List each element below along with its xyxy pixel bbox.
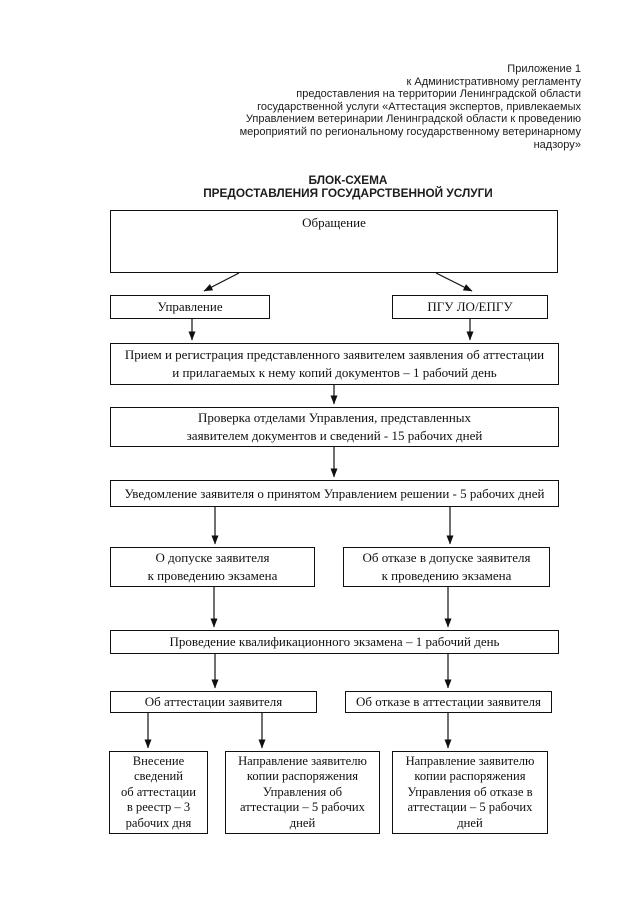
flow-node-kvalifikacionnyj-ekzamen: Проведение квалификационного экзамена – … [110,630,559,654]
flow-node-uvedomlenie-zayavitelya: Уведомление заявителя о принятом Управле… [110,480,559,507]
arrow-obrashchenie-upravlenie [203,272,240,292]
flow-node-obrashchenie: Обращение [110,210,558,273]
flow-node-proverka-dokumentov: Проверка отделами Управления, представле… [110,407,559,447]
flow-node-ob-attestacii: Об аттестации заявителя [110,691,317,713]
flow-node-pgu-lo-epgu: ПГУ ЛО/ЕПГУ [392,295,548,319]
flow-node-vnesenie-v-reestr: Внесение сведений об аттестации в реестр… [109,751,208,834]
flow-node-otkaz-v-dopuske: Об отказе в допуске заявителя к проведен… [343,547,550,587]
flow-node-otkaz-v-attestacii: Об отказе в аттестации заявителя [345,691,552,713]
page-title: БЛОК-СХЕМА ПРЕДОСТАВЛЕНИЯ ГОСУДАРСТВЕННО… [203,173,493,200]
document-annotation: Приложение 1 к Административному регламе… [239,63,581,151]
flow-node-dopusk-k-ekzamenu: О допуске заявителя к проведению экзамен… [110,547,315,587]
arrow-obrashchenie-pgu [435,272,473,292]
flow-node-napravlenie-kopii-ob-otkaze: Направление заявителю копии распоряжения… [392,751,548,834]
flow-node-priem-registraciya: Прием и регистрация представленного заяв… [110,343,559,385]
flow-node-napravlenie-kopii-ob-attestacii: Направление заявителю копии распоряжения… [225,751,380,834]
flow-node-upravlenie: Управление [110,295,270,319]
